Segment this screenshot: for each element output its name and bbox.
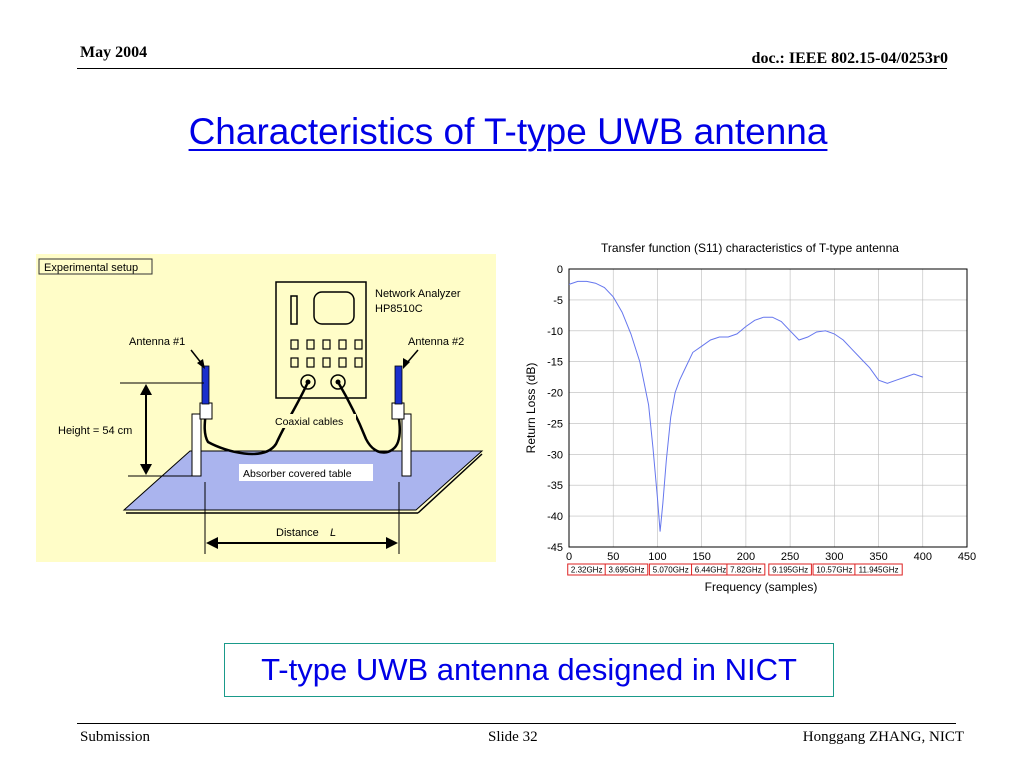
- x-tick-label: 300: [825, 551, 843, 563]
- s11-series-line: [568, 280, 923, 532]
- freq-annotation-box: [854, 563, 903, 576]
- footer-author: Honggang ZHANG, NICT: [802, 729, 964, 745]
- slide-title[interactable]: Characteristics of T-type UWB antenna: [188, 111, 828, 152]
- y-tick-label: -40: [547, 511, 563, 523]
- distance-variable: L: [330, 527, 336, 539]
- header-date: May 2004: [80, 44, 148, 61]
- distance-label: Distance: [276, 527, 319, 539]
- experimental-setup-figure: Experimental setup Absorber covered tabl…: [36, 254, 496, 562]
- y-tick-label: -15: [547, 357, 563, 369]
- y-tick-label: -30: [547, 449, 563, 461]
- x-axis-ticks: 0 50 100 150 200 250 300 350 400 450: [566, 551, 976, 563]
- setup-label-box: [38, 258, 153, 275]
- chart-grid: [568, 268, 968, 548]
- freq-annotation-box: [604, 563, 649, 576]
- freq-annotation-box: [768, 563, 812, 576]
- chart-title: Transfer function (S11) characteristics …: [601, 241, 899, 255]
- antenna-1: [201, 365, 210, 405]
- setup-label: Experimental setup: [44, 262, 138, 274]
- analyzer-label: Network Analyzer: [375, 288, 461, 300]
- plot-frame: [568, 268, 968, 548]
- table-label-box: [239, 464, 373, 481]
- antenna-2-label: Antenna #2: [408, 336, 464, 348]
- y-tick-label: -5: [553, 295, 563, 307]
- y-tick-label: -20: [547, 388, 563, 400]
- antenna-1-label: Antenna #1: [129, 336, 185, 348]
- antenna-2: [394, 365, 403, 405]
- freq-annotation-label: 11.945GHz: [859, 566, 899, 575]
- coaxial-cable-2: [336, 381, 402, 454]
- network-analyzer: [275, 281, 367, 399]
- table-label: Absorber covered table: [243, 468, 352, 480]
- analyzer-model: HP8510C: [375, 303, 423, 315]
- x-tick-label: 200: [737, 551, 755, 563]
- height-label: Height = 54 cm: [58, 425, 132, 437]
- x-tick-label: 350: [869, 551, 887, 563]
- freq-annotation-box: [726, 563, 766, 576]
- y-tick-label: 0: [557, 264, 563, 276]
- coaxial-cable-1: [203, 381, 310, 456]
- freq-annotation-label: 10.57GHz: [816, 566, 852, 575]
- freq-annotation-label: 5.070GHz: [653, 566, 689, 575]
- antenna-2-stand: [401, 413, 412, 477]
- cables-label: Coaxial cables: [275, 416, 343, 428]
- freq-annotation-label: 6.44GHz: [695, 566, 727, 575]
- freq-annotation-label: 9.195GHz: [772, 566, 808, 575]
- y-tick-label: -10: [547, 326, 563, 338]
- freq-annotation-label: 7.82GHz: [730, 566, 762, 575]
- footer-slide-number: Slide 32: [488, 729, 538, 745]
- x-axis-label: Frequency (samples): [705, 580, 818, 594]
- x-tick-label: 250: [781, 551, 799, 563]
- x-tick-label: 400: [914, 551, 932, 563]
- header-rule: [77, 68, 947, 69]
- y-axis-label: Return Loss (dB): [524, 363, 538, 454]
- y-axis-ticks: 0 -5 -10 -15 -20 -25 -30 -35 -40 -45: [547, 264, 563, 554]
- y-tick-label: -45: [547, 542, 563, 554]
- caption-text: T-type UWB antenna designed in NICT: [261, 652, 797, 687]
- footer-rule: [77, 723, 956, 724]
- setup-background: [36, 254, 496, 562]
- x-tick-label: 0: [566, 551, 572, 563]
- footer-submission: Submission: [80, 729, 151, 745]
- x-tick-label: 150: [692, 551, 710, 563]
- caption-box: T-type UWB antenna designed in NICT: [224, 643, 834, 697]
- x-tick-label: 100: [648, 551, 666, 563]
- freq-annotation-label: 3.695GHz: [608, 566, 644, 575]
- antenna-1-stand: [191, 413, 202, 477]
- y-tick-label: -35: [547, 480, 563, 492]
- x-tick-label: 50: [607, 551, 619, 563]
- y-tick-label: -25: [547, 418, 563, 430]
- header-doc-id: doc.: IEEE 802.15-04/0253r0: [751, 50, 948, 67]
- s11-chart: Transfer function (S11) characteristics …: [524, 241, 976, 594]
- freq-annotation-label: 2.32GHz: [571, 566, 603, 575]
- x-tick-label: 450: [958, 551, 976, 563]
